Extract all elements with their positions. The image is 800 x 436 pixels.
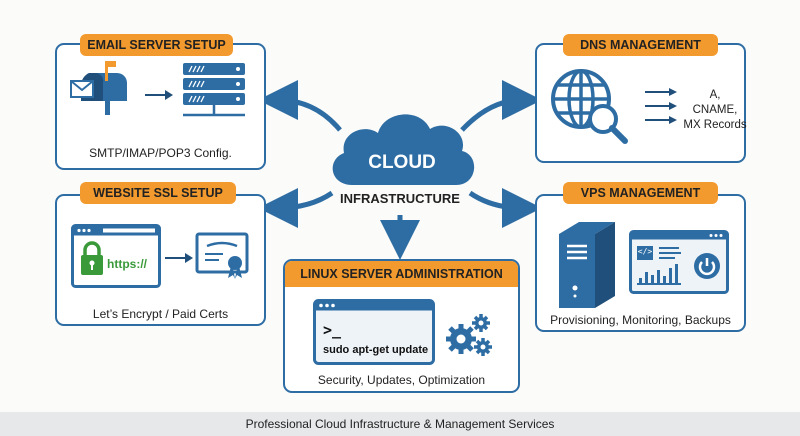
email-caption: SMTP/IMAP/POP3 Config. (89, 146, 232, 160)
terminal-prompt: >_ (323, 321, 342, 339)
panel-linux-admin: LINUX SERVER ADMINISTRATION >_ sudo apt-… (283, 259, 520, 393)
dns-record-types: A, CNAME, MX Records (677, 88, 753, 133)
cloud-icon (332, 114, 475, 185)
https-text: https:// (107, 257, 147, 271)
certificate-icon (195, 232, 249, 279)
panel-website-ssl: https:// Let’s Encrypt / Paid Certs (55, 194, 266, 326)
email-server-title: EMAIL SERVER SETUP (80, 34, 233, 56)
arrow-to-ssl (258, 187, 334, 228)
dashboard-window-icon (629, 230, 729, 294)
cloud-title: CLOUD (368, 152, 436, 173)
dns-record-a: A, (709, 89, 721, 101)
dns-record-mx: MX Records (683, 119, 747, 131)
footer-banner: Professional Cloud Infrastructure & Mana… (0, 412, 800, 436)
arrow-icon (165, 253, 193, 263)
vps-caption: Provisioning, Monitoring, Backups (550, 313, 731, 327)
terminal-window-icon (313, 299, 435, 365)
linux-admin-title: LINUX SERVER ADMINISTRATION (285, 261, 518, 287)
panel-vps: </> Provisioning, Monitoring, Backups (535, 194, 746, 332)
globe-search-icon (551, 69, 628, 144)
dns-record-cname: CNAME, (692, 104, 738, 116)
record-arrows-icon (645, 88, 677, 124)
panel-email-server: SMTP/IMAP/POP3 Config. (55, 43, 266, 170)
terminal-command: sudo apt-get update (323, 344, 429, 356)
arrow-icon (145, 90, 173, 100)
ssl-caption: Let’s Encrypt / Paid Certs (92, 307, 229, 321)
gears-icon (446, 314, 492, 356)
server-tower-icon (559, 222, 615, 308)
linux-caption: Security, Updates, Optimization (317, 373, 486, 387)
dns-management-title: DNS MANAGEMENT (563, 34, 718, 56)
cloud-subtitle: INFRASTRUCTURE (340, 191, 460, 206)
arrow-to-email (258, 80, 342, 132)
website-ssl-title: WEBSITE SSL SETUP (80, 182, 236, 204)
vps-management-title: VPS MANAGEMENT (563, 182, 718, 204)
arrow-to-dns (460, 80, 542, 132)
server-rack-icon (183, 63, 245, 117)
panel-dns: A, CNAME, MX Records (535, 43, 747, 163)
browser-window-icon (71, 224, 161, 288)
mailbox-icon (70, 61, 127, 115)
code-glyph: </> (637, 247, 653, 256)
arrow-to-vps (468, 187, 542, 228)
